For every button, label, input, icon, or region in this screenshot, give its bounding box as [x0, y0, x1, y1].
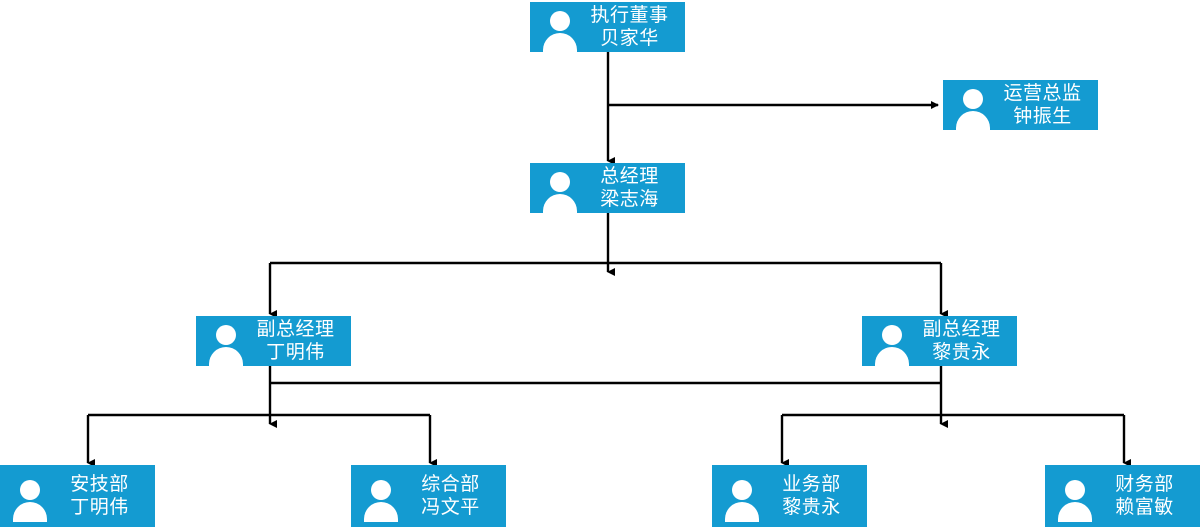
person-avatar-icon: [951, 83, 995, 131]
node-text-block: 财务部 赖富敏: [1099, 473, 1200, 519]
person-avatar-icon: [1053, 474, 1097, 522]
avatar-body: [1058, 502, 1092, 522]
avatar-body: [209, 347, 243, 367]
person-avatar-icon: [870, 319, 914, 367]
node-text-block: 副总经理 丁明伟: [250, 318, 351, 364]
avatar-body: [725, 502, 759, 522]
node-text-block: 安技部 丁明伟: [54, 473, 155, 519]
person-avatar-icon: [538, 5, 582, 53]
node-title: 安技部: [70, 474, 129, 495]
avatar-body: [956, 111, 990, 131]
node-text-block: 运营总监 钟振生: [997, 82, 1098, 128]
node-text-block: 综合部 冯文平: [405, 473, 506, 519]
node-person-name: 丁明伟: [70, 497, 129, 518]
person-avatar-icon: [204, 319, 248, 367]
org-node-general-affairs-dept[interactable]: 综合部 冯文平: [351, 465, 506, 527]
node-title: 业务部: [782, 474, 841, 495]
node-person-name: 赖富敏: [1115, 497, 1174, 518]
node-title: 总经理: [600, 166, 659, 187]
org-node-safety-tech-dept[interactable]: 安技部 丁明伟: [0, 465, 155, 527]
node-title: 副总经理: [922, 319, 1001, 340]
node-text-block: 执行董事 贝家华: [584, 4, 685, 50]
avatar-body: [543, 33, 577, 53]
org-node-finance-dept[interactable]: 财务部 赖富敏: [1045, 465, 1200, 527]
avatar-head: [1065, 480, 1085, 500]
node-text-block: 业务部 黎贵永: [766, 473, 867, 519]
node-text-block: 副总经理 黎贵永: [916, 318, 1017, 364]
node-title: 运营总监: [1003, 83, 1082, 104]
org-node-deputy-gm-right[interactable]: 副总经理 黎贵永: [862, 316, 1017, 367]
node-person-name: 钟振生: [1013, 106, 1072, 127]
avatar-head: [550, 172, 570, 192]
avatar-head: [550, 11, 570, 31]
org-node-business-dept[interactable]: 业务部 黎贵永: [712, 465, 867, 527]
avatar-head: [20, 480, 40, 500]
node-person-name: 贝家华: [600, 28, 659, 49]
avatar-body: [543, 194, 577, 214]
node-person-name: 黎贵永: [782, 497, 841, 518]
node-person-name: 冯文平: [421, 497, 480, 518]
person-avatar-icon: [359, 474, 403, 522]
avatar-head: [882, 325, 902, 345]
node-person-name: 黎贵永: [932, 342, 991, 363]
node-title: 财务部: [1115, 474, 1174, 495]
avatar-body: [875, 347, 909, 367]
node-person-name: 梁志海: [600, 189, 659, 210]
node-text-block: 总经理 梁志海: [584, 165, 685, 211]
node-person-name: 丁明伟: [266, 342, 325, 363]
avatar-body: [364, 502, 398, 522]
org-node-deputy-gm-left[interactable]: 副总经理 丁明伟: [196, 316, 351, 367]
person-avatar-icon: [538, 166, 582, 214]
node-title: 执行董事: [590, 5, 669, 26]
node-title: 副总经理: [256, 319, 335, 340]
avatar-head: [216, 325, 236, 345]
org-node-executive-director[interactable]: 执行董事 贝家华: [530, 2, 685, 53]
org-node-operations-director[interactable]: 运营总监 钟振生: [943, 80, 1098, 131]
person-avatar-icon: [8, 474, 52, 522]
node-title: 综合部: [421, 474, 480, 495]
avatar-head: [732, 480, 752, 500]
avatar-body: [13, 502, 47, 522]
avatar-head: [371, 480, 391, 500]
avatar-head: [963, 89, 983, 109]
person-avatar-icon: [720, 474, 764, 522]
org-node-general-manager[interactable]: 总经理 梁志海: [530, 163, 685, 214]
